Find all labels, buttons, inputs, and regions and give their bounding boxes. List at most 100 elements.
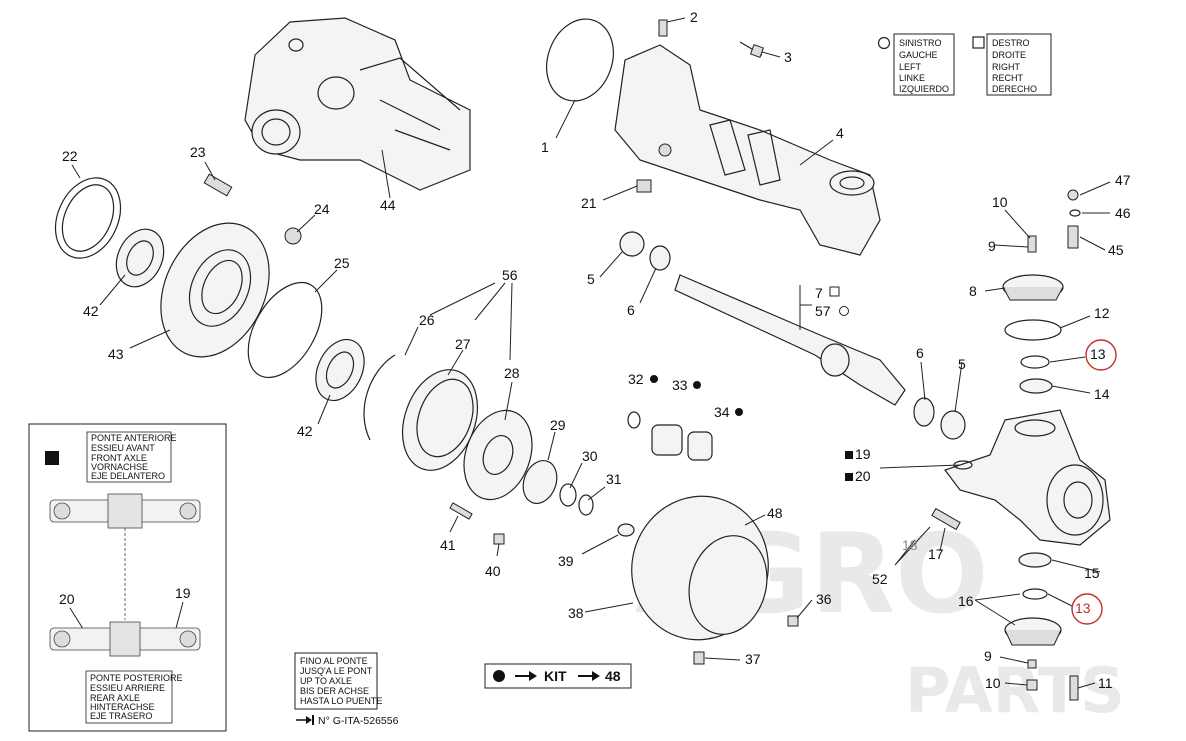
part-o-ring-25 xyxy=(247,281,323,379)
kit-target-arrow-icon xyxy=(578,671,600,681)
callout-26: 26 xyxy=(419,312,435,328)
callout-33: 33 xyxy=(672,377,688,393)
callout-30: 30 xyxy=(582,448,598,464)
front-axle-sketch xyxy=(49,493,201,529)
part-lower-kingpin xyxy=(931,507,1079,701)
callout-52: 52 xyxy=(872,571,888,587)
rear-axle-text-2: REAR AXLE xyxy=(90,693,140,703)
left-side-marker-57 xyxy=(839,306,849,316)
callout-4: 4 xyxy=(836,125,844,141)
part-steering-knuckle xyxy=(944,409,1111,546)
callout-labels: 1 2 3 4 21 22 42 43 23 24 25 42 44 26 27… xyxy=(62,9,1131,691)
callout-10b: 10 xyxy=(985,675,1001,691)
legend-left-1: GAUCHE xyxy=(899,50,938,60)
callout-2: 2 xyxy=(690,9,698,25)
legend-right-0: DESTRO xyxy=(992,38,1030,48)
callout-11: 11 xyxy=(1098,675,1113,691)
legend-left-3: LINKE xyxy=(899,73,925,83)
callout-6a: 6 xyxy=(627,302,635,318)
callout-21: 21 xyxy=(581,195,597,211)
serial-arrow-icon xyxy=(296,715,314,725)
callout-9b: 9 xyxy=(984,648,992,664)
callout-28: 28 xyxy=(504,365,520,381)
callout-46: 46 xyxy=(1115,205,1131,221)
callout-38: 38 xyxy=(568,605,584,621)
part-planet-gears xyxy=(627,411,713,461)
front-marker-20 xyxy=(845,473,853,481)
kit-legend: KIT 48 xyxy=(484,663,632,689)
callout-22: 22 xyxy=(62,148,78,164)
callout-27: 27 xyxy=(455,336,471,352)
callout-39: 39 xyxy=(558,553,574,569)
front-axle-text-3: VORNACHSE xyxy=(91,462,148,472)
inset-callout-19: 19 xyxy=(175,585,191,601)
callout-20: 20 xyxy=(855,468,871,484)
callout-45: 45 xyxy=(1108,242,1124,258)
kit-dot-33 xyxy=(693,381,701,389)
left-side-circle-icon xyxy=(877,36,891,50)
part-bearing-42b xyxy=(315,338,365,402)
rear-axle-text-1: ESSIEU ARRIERE xyxy=(90,683,165,693)
up-to-axle-text-1: JUSQ'A LE PONT xyxy=(300,666,373,676)
legend-right-1: DROITE xyxy=(992,50,1026,60)
legend-left-2: LEFT xyxy=(899,62,922,72)
callout-43: 43 xyxy=(108,346,124,362)
up-to-axle-text-2: UP TO AXLE xyxy=(300,676,352,686)
front-axle-text-0: PONTE ANTERIORE xyxy=(91,433,177,443)
callout-5a: 5 xyxy=(587,271,595,287)
callout-57: 57 xyxy=(815,303,831,319)
legend-left-0: SINISTRO xyxy=(899,38,942,48)
callout-25: 25 xyxy=(334,255,350,271)
callout-47: 47 xyxy=(1115,172,1131,188)
front-axle-text-2: FRONT AXLE xyxy=(91,453,147,463)
callout-12: 12 xyxy=(1094,305,1110,321)
callout-34: 34 xyxy=(714,404,730,420)
kit-label: KIT xyxy=(544,668,567,684)
kit-dot-32 xyxy=(650,375,658,383)
callout-44: 44 xyxy=(380,197,396,213)
callout-15: 15 xyxy=(1084,565,1100,581)
callout-10a: 10 xyxy=(992,194,1008,210)
callout-5b: 5 xyxy=(958,356,966,372)
callout-32: 32 xyxy=(628,371,644,387)
callout-9a: 9 xyxy=(988,238,996,254)
side-legend: SINISTRO GAUCHE LEFT LINKE IZQUIERDO DES… xyxy=(877,33,1052,96)
callout-31: 31 xyxy=(606,471,622,487)
callout-17: 17 xyxy=(928,546,944,562)
axle-inset-panel: PONTE ANTERIORE ESSIEU AVANT FRONT AXLE … xyxy=(28,423,227,732)
callout-18: 18 xyxy=(902,537,918,553)
leader-lines xyxy=(71,17,1111,689)
callout-19: 19 xyxy=(855,446,871,462)
callout-24: 24 xyxy=(314,201,330,217)
callout-13a: 13 xyxy=(1090,346,1106,362)
up-to-axle-note: FINO AL PONTE JUSQ'A LE PONT UP TO AXLE … xyxy=(294,652,399,727)
rear-axle-sketch xyxy=(49,621,201,657)
part-axle-shaft xyxy=(619,231,966,440)
callout-23: 23 xyxy=(190,144,206,160)
legend-right-3: RECHT xyxy=(992,73,1024,83)
callout-36: 36 xyxy=(816,591,832,607)
highlight-circle-13b xyxy=(1071,593,1103,625)
part-ring-gear xyxy=(363,354,533,501)
legend-right-4: DERECHO xyxy=(992,84,1037,94)
callout-29: 29 xyxy=(550,417,566,433)
kit-arrow-icon xyxy=(515,671,537,681)
watermark-line2: PARTS xyxy=(905,654,1125,727)
callout-13b: 13 xyxy=(1075,600,1091,616)
front-axle-square-icon xyxy=(45,451,59,465)
part-trumpet-housing xyxy=(614,44,881,256)
front-marker-19 xyxy=(845,451,853,459)
right-side-square-icon xyxy=(972,36,985,49)
callout-16: 16 xyxy=(958,593,974,609)
callout-3: 3 xyxy=(784,49,792,65)
callout-37: 37 xyxy=(745,651,761,667)
part-small-washers xyxy=(449,460,594,545)
kit-target: 48 xyxy=(605,668,621,684)
callout-40: 40 xyxy=(485,563,501,579)
callout-41: 41 xyxy=(440,537,456,553)
callout-56: 56 xyxy=(502,267,518,283)
legend-left-4: IZQUIERDO xyxy=(899,84,949,94)
front-axle-text-1: ESSIEU AVANT xyxy=(91,443,155,453)
callout-7: 7 xyxy=(815,285,823,301)
